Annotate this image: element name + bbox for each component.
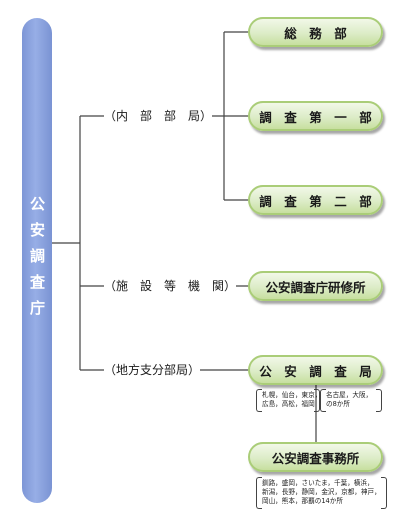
bureau-note-left-bracket-close [314,389,320,412]
node-training-institute-label: 公安調査庁研修所 [265,279,366,295]
bureau-note-right: 名古屋，大阪， の8か所 [326,391,372,409]
bureau-note-right-bracket-close [376,389,382,412]
node-office-label: 公安調査事務所 [271,450,360,466]
node-general-affairs: 総 務 部 [248,17,383,47]
bureau-note-left: 札幌，仙台，東京， 広島，高松，福岡 [262,391,321,409]
node-training-institute: 公安調査庁研修所 [248,271,383,301]
bureau-note-left-line-1: 札幌，仙台，東京， [262,391,322,399]
office-note-line-1: 釧路，盛岡，さいたま，千葉，横浜， [262,479,374,487]
category-internal-bureaus: （内 部 部 局） [104,107,213,125]
node-investigation-2-label: 調 査 第 二 部 [259,193,372,209]
bureau-note-left-line-2: 広島，高松，福岡 [262,400,315,408]
bureau-note-right-line-1: 名古屋，大阪， [326,391,373,399]
root-agency-bar: 公安調査庁 [22,18,52,503]
office-note-line-2: 新潟，長野，静岡，金沢，京都，神戸， [262,488,381,496]
root-agency-label: 公安調査庁 [28,195,46,326]
office-note-line-3: 岡山，熊本，那覇の14か所 [262,497,343,505]
bureau-note-right-bracket-open [320,389,326,412]
office-note: 釧路，盛岡，さいたま，千葉，横浜， 新潟，長野，静岡，金沢，京都，神戸， 岡山，… [262,479,381,506]
bureau-note-left-bracket-open [256,389,262,412]
node-investigation-1-label: 調 査 第 一 部 [259,109,372,125]
node-office: 公安調査事務所 [248,442,383,472]
node-bureau: 公 安 調 査 局 [248,355,383,385]
category-facilities: （施 設 等 機 関） [104,277,237,295]
node-investigation-1: 調 査 第 一 部 [248,101,383,131]
node-bureau-label: 公 安 調 査 局 [259,363,372,379]
node-investigation-2: 調 査 第 二 部 [248,185,383,215]
node-general-affairs-label: 総 務 部 [284,25,347,41]
category-regional-bureaus: （地方支分部局） [104,361,201,379]
office-note-bracket-close [381,477,387,509]
bureau-note-right-line-2: の8か所 [326,400,350,408]
office-note-bracket-open [256,477,262,509]
